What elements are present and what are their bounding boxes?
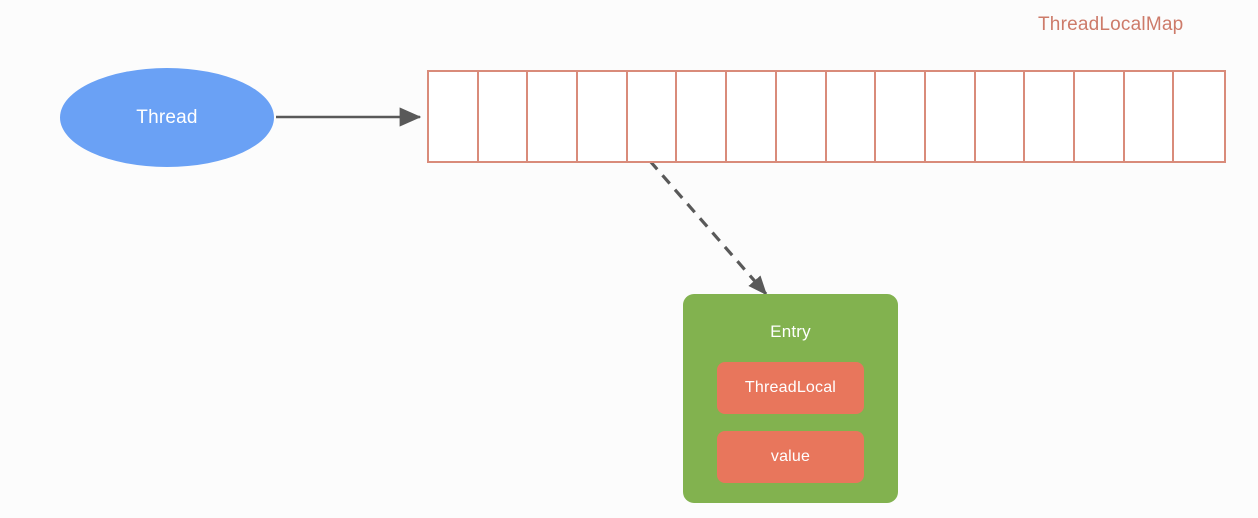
entry-field-label: ThreadLocal xyxy=(744,379,837,396)
hash-table-cell[interactable] xyxy=(429,72,479,161)
hash-table-cell[interactable] xyxy=(578,72,628,161)
hash-table-cell[interactable] xyxy=(1074,72,1125,161)
hash-table-cell[interactable] xyxy=(925,72,976,161)
entry-field-value[interactable]: value xyxy=(717,431,864,483)
entry-node[interactable]: Entry ThreadLocal value xyxy=(683,294,898,503)
entry-field-threadlocal[interactable]: ThreadLocal xyxy=(717,362,864,414)
hash-table-cell[interactable] xyxy=(528,72,579,161)
hash-table xyxy=(427,70,1226,163)
hash-table-cell[interactable] xyxy=(627,72,678,161)
hash-table-cell[interactable] xyxy=(478,72,529,161)
thread-node-label: Thread xyxy=(136,106,198,128)
page-title: ThreadLocalMap xyxy=(1038,14,1184,35)
hash-table-cell[interactable] xyxy=(776,72,827,161)
hash-table-cell[interactable] xyxy=(975,72,1026,161)
hash-table-cell[interactable] xyxy=(1174,72,1224,161)
entry-node-title: Entry xyxy=(770,322,811,341)
thread-node[interactable]: Thread xyxy=(60,68,274,167)
hash-table-cell[interactable] xyxy=(677,72,728,161)
hash-table-cell[interactable] xyxy=(1025,72,1075,161)
hash-table-cell[interactable] xyxy=(826,72,877,161)
hash-table-cell[interactable] xyxy=(1124,72,1175,161)
hash-table-cell[interactable] xyxy=(727,72,777,161)
hash-table-cell[interactable] xyxy=(876,72,926,161)
map-cell-to-entry-arrow xyxy=(648,159,768,296)
entry-field-label: value xyxy=(770,448,811,465)
